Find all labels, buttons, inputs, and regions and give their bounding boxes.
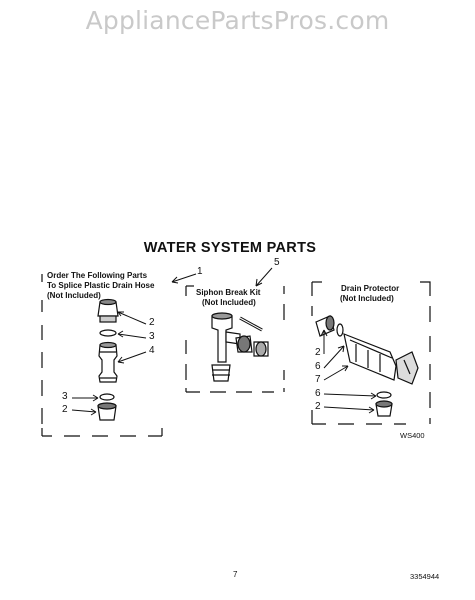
drain-panel-frame — [311, 281, 431, 425]
splice-label-line2: To Splice Plastic Drain Hose — [47, 281, 155, 290]
splice-callout-2-top: 2 — [149, 317, 155, 328]
splice-callout-3-bottom: 3 — [62, 391, 68, 402]
document-number: 3354944 — [410, 572, 440, 581]
page-number: 7 — [233, 570, 238, 579]
diagram-title: WATER SYSTEM PARTS — [143, 240, 317, 256]
splice-label-line1: Order The Following Parts — [47, 271, 148, 280]
drain-label-line1: Drain Protector — [341, 284, 400, 293]
splice-callout-4: 4 — [149, 345, 155, 356]
splice-callout-2-bottom: 2 — [62, 404, 68, 415]
callout-1: 1 — [197, 266, 203, 277]
siphon-label-line2: (Not Included) — [202, 298, 256, 307]
callout-5: 5 — [274, 257, 280, 268]
drain-parts — [315, 315, 419, 417]
drain-callout-7: 7 — [315, 374, 321, 385]
siphon-label-line1: Siphon Break Kit — [196, 288, 261, 297]
drain-callout-2-top: 2 — [315, 347, 321, 358]
diagram-code: WS400 — [400, 431, 425, 440]
drain-callout-6-top: 6 — [315, 361, 321, 372]
drain-callout-2-bottom: 2 — [315, 401, 321, 412]
splice-callout-3-top: 3 — [149, 331, 155, 342]
splice-parts — [97, 298, 119, 421]
siphon-parts — [211, 312, 269, 382]
watermark: AppliancePartsPros.com — [85, 6, 390, 35]
drain-label-line2: (Not Included) — [340, 294, 394, 303]
splice-label-line3: (Not Included) — [47, 291, 101, 300]
splice-panel-frame — [41, 274, 187, 437]
drain-callout-6-bottom: 6 — [315, 388, 321, 399]
leader-lines — [71, 267, 377, 416]
siphon-panel-frame — [185, 285, 285, 393]
